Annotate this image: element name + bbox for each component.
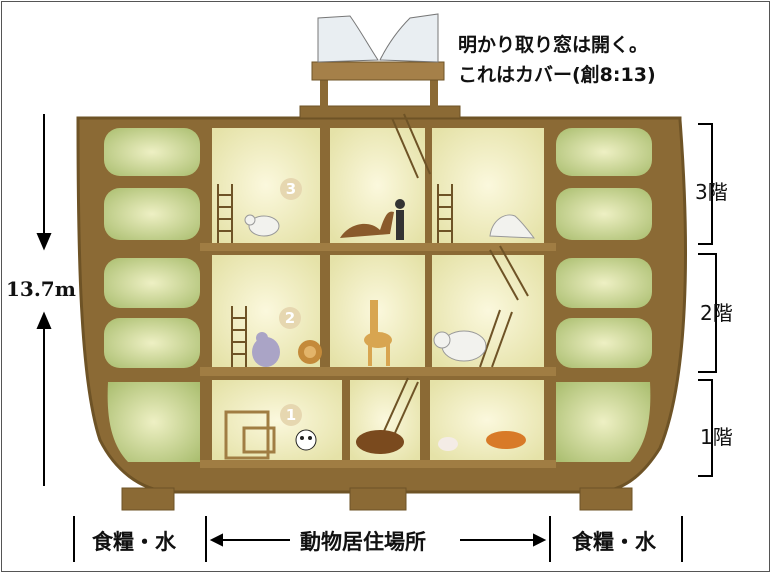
keel-block xyxy=(121,487,175,511)
deck-1 xyxy=(200,460,556,468)
storage-right-1 xyxy=(556,382,651,462)
caption-line-2: これはカバー(創8:13) xyxy=(458,64,656,86)
storage-left-2b xyxy=(104,318,200,368)
keel-block xyxy=(579,487,633,511)
sheep-icon xyxy=(244,214,280,237)
lion-icon xyxy=(298,340,322,364)
bottom-dimension-lines xyxy=(73,516,683,562)
bear-icon xyxy=(356,430,404,454)
floor-label-2: 2階 xyxy=(700,301,733,325)
floor-number-3-badge: 3 xyxy=(280,178,302,200)
skylight-post xyxy=(430,78,438,108)
storage-left-3b xyxy=(104,188,200,240)
tiger-icon xyxy=(486,431,526,449)
dinosaur-icon xyxy=(340,211,394,238)
floor-bracket-1 xyxy=(698,379,713,477)
floor-bracket-2 xyxy=(698,253,717,373)
storage-right-3b xyxy=(556,188,652,240)
ladder xyxy=(437,184,453,243)
caption-line-1: 明かり取り窓は開く。 xyxy=(458,34,649,56)
floor-label-3: 3階 xyxy=(695,180,728,204)
giraffe-icon xyxy=(364,300,392,366)
skylight-cover xyxy=(317,15,379,63)
floor-bracket-3 xyxy=(698,123,713,245)
deck-2 xyxy=(200,367,556,376)
ladder xyxy=(231,306,247,367)
skylight-cover xyxy=(379,13,439,63)
ladder xyxy=(489,245,529,301)
storage-left-2a xyxy=(104,258,200,308)
room-1-left xyxy=(212,380,342,460)
bottom-label-left: 食糧・水 xyxy=(92,530,176,554)
height-label: 13.7m xyxy=(6,277,76,301)
ladder xyxy=(217,184,233,243)
deck-3 xyxy=(200,243,556,251)
floor-number-1-badge: 1 xyxy=(280,404,302,426)
storage-right-3a xyxy=(556,128,652,176)
room-3-center xyxy=(330,128,425,243)
skylight-caption: 明かり取り窓は開く。 これはカバー(創8:13) xyxy=(458,30,656,90)
floor-number-2-badge: 2 xyxy=(279,307,301,329)
bottom-label-middle: 動物居住場所 xyxy=(300,530,426,554)
storage-left-3a xyxy=(104,128,200,176)
rabbit-icon xyxy=(438,437,458,451)
panda-icon xyxy=(295,429,317,451)
room-3-right xyxy=(432,128,544,243)
human-icon xyxy=(395,199,405,240)
ladder xyxy=(479,309,513,368)
skylight-post xyxy=(320,78,328,108)
skylight-box xyxy=(311,61,445,81)
roof-beam xyxy=(299,105,461,119)
keel-block xyxy=(349,487,407,511)
bottom-label-right: 食糧・水 xyxy=(572,530,656,554)
height-arrow xyxy=(36,114,52,486)
storage-box-icon xyxy=(224,410,276,460)
storage-right-2b xyxy=(556,318,652,368)
storage-right-2a xyxy=(556,258,652,308)
storage-left-1 xyxy=(107,382,200,462)
ladder xyxy=(391,113,431,179)
gorilla-icon xyxy=(252,332,280,367)
floor-label-1: 1階 xyxy=(700,425,733,449)
elephant-icon xyxy=(433,330,487,362)
dinosaur-white-icon xyxy=(489,214,536,239)
